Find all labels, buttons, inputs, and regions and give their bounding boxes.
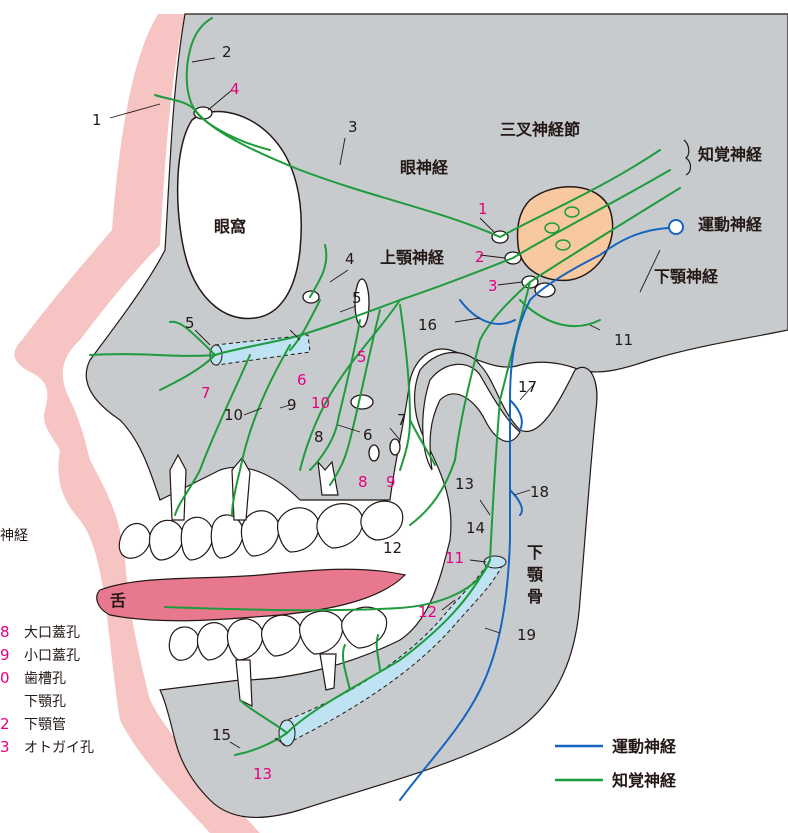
foramen-label-12: 12 [418, 603, 437, 621]
label-18: 18 [530, 483, 549, 501]
mandibular-nerve-label: 下顎神経 [654, 267, 719, 286]
foramen-label-5: 5 [357, 348, 367, 366]
motor-nerve-top-label: 運動神経 [698, 215, 763, 234]
label-7: 7 [397, 411, 407, 429]
foramina-list-name-0: 大口蓋孔 [24, 625, 80, 641]
legend: 運動神経 知覚神経 [555, 737, 677, 790]
mandible-label-char-1: 顎 [527, 565, 544, 584]
foramina-list: 8 大口蓋孔 9 小口蓋孔 0 歯槽孔 下顎孔 2 下顎管 3 オトガイ孔 [0, 623, 94, 756]
foramen-label-3: 3 [488, 277, 498, 295]
label-2: 2 [222, 43, 232, 61]
label-5a: 5 [185, 314, 195, 332]
label-8: 8 [314, 428, 324, 446]
label-13: 13 [455, 475, 474, 493]
label-16: 16 [418, 316, 437, 334]
label-12: 12 [383, 539, 402, 557]
foramina-list-name-1: 小口蓋孔 [24, 648, 80, 664]
foramina-list-name-4: 下顎管 [24, 717, 66, 733]
foramen-label-2: 2 [475, 248, 485, 266]
foramina-list-num-1: 9 [0, 646, 10, 664]
foramina-list-name-3: 下顎孔 [24, 694, 66, 710]
mandible-label-char-0: 下 [527, 543, 543, 562]
label-10: 10 [224, 406, 243, 424]
foramina-list-num-0: 8 [0, 623, 10, 641]
foramina-list-name-2: 歯槽孔 [24, 671, 66, 687]
foramen-label-6: 6 [297, 371, 307, 389]
foramen-label-10: 10 [311, 394, 330, 412]
tongue-label: 舌 [110, 591, 126, 610]
label-15: 15 [212, 726, 231, 744]
foramina-list-num-5: 3 [0, 738, 10, 756]
label-19: 19 [517, 626, 536, 644]
label-9: 9 [287, 396, 297, 414]
label-14: 14 [466, 519, 485, 537]
foramen-label-1: 1 [478, 200, 488, 218]
ophthalmic-nerve-label: 眼神経 [400, 158, 449, 177]
foramen-label-8: 8 [358, 473, 368, 491]
label-17: 17 [518, 378, 537, 396]
trigeminal-ganglion-label: 三叉神経節 [500, 120, 580, 139]
label-4: 4 [345, 250, 355, 268]
legend-motor-label: 運動神経 [612, 737, 677, 756]
label-6: 6 [363, 426, 373, 444]
foramen-label-11: 11 [445, 549, 464, 567]
label-5b: 5 [352, 289, 362, 307]
sensory-nerve-top-label: 知覚神経 [698, 145, 763, 164]
foramen-label-7: 7 [201, 384, 211, 402]
label-1: 1 [92, 111, 102, 129]
mandible-label: 下 顎 骨 [527, 543, 544, 606]
foramina-list-num-2: 0 [0, 669, 10, 687]
label-11: 11 [614, 331, 633, 349]
legend-sensory-label: 知覚神経 [612, 771, 677, 790]
label-3: 3 [348, 118, 358, 136]
foramen-label-13: 13 [253, 765, 272, 783]
maxillary-nerve-label: 上顎神経 [380, 248, 445, 267]
foramina-list-name-5: オトガイ孔 [24, 740, 94, 756]
foramina-list-num-4: 2 [0, 715, 10, 733]
foramen-label-9: 9 [386, 473, 396, 491]
foramen-label-4: 4 [230, 80, 240, 98]
mandible-label-char-2: 骨 [527, 587, 543, 606]
cut-off-left-label: 神経 [0, 528, 28, 544]
orbit-label: 眼窩 [214, 217, 246, 236]
